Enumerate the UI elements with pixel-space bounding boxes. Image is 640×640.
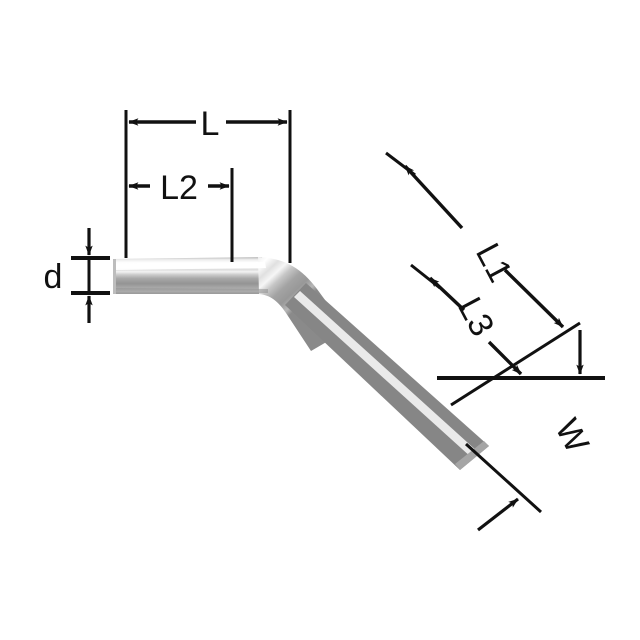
dimension-L3-arrow-lower bbox=[487, 340, 523, 376]
angle-lower-extension-line bbox=[464, 442, 543, 514]
tube-left-end bbox=[113, 259, 116, 294]
dimension-L: L bbox=[124, 105, 292, 263]
dimension-L-label: L bbox=[201, 105, 220, 143]
dimension-d-label: d bbox=[44, 258, 63, 296]
tube-body bbox=[113, 257, 489, 470]
dimension-L2: L2 bbox=[128, 168, 234, 262]
dimension-L1-arrow-upper bbox=[403, 164, 464, 230]
dimension-d: d bbox=[44, 228, 110, 323]
tube-shadow-horizontal bbox=[114, 288, 268, 293]
dimension-L3: L3 bbox=[410, 263, 523, 376]
dimension-W-arrow-lower bbox=[477, 497, 519, 532]
dimension-L3-label: L3 bbox=[450, 291, 501, 342]
tube-highlight-horizontal bbox=[114, 262, 266, 270]
tube-highlight-diagonal bbox=[294, 291, 478, 458]
angle-leg-reference-line bbox=[450, 321, 581, 407]
tube-end-face bbox=[455, 441, 489, 470]
dimension-L2-label: L2 bbox=[160, 169, 198, 207]
dimension-L1-label: L1 bbox=[468, 237, 519, 288]
dimension-L3-arrow-upper bbox=[428, 276, 466, 312]
dimension-W-label: W bbox=[547, 413, 596, 459]
dimension-L1-arrow-lower bbox=[503, 268, 565, 329]
